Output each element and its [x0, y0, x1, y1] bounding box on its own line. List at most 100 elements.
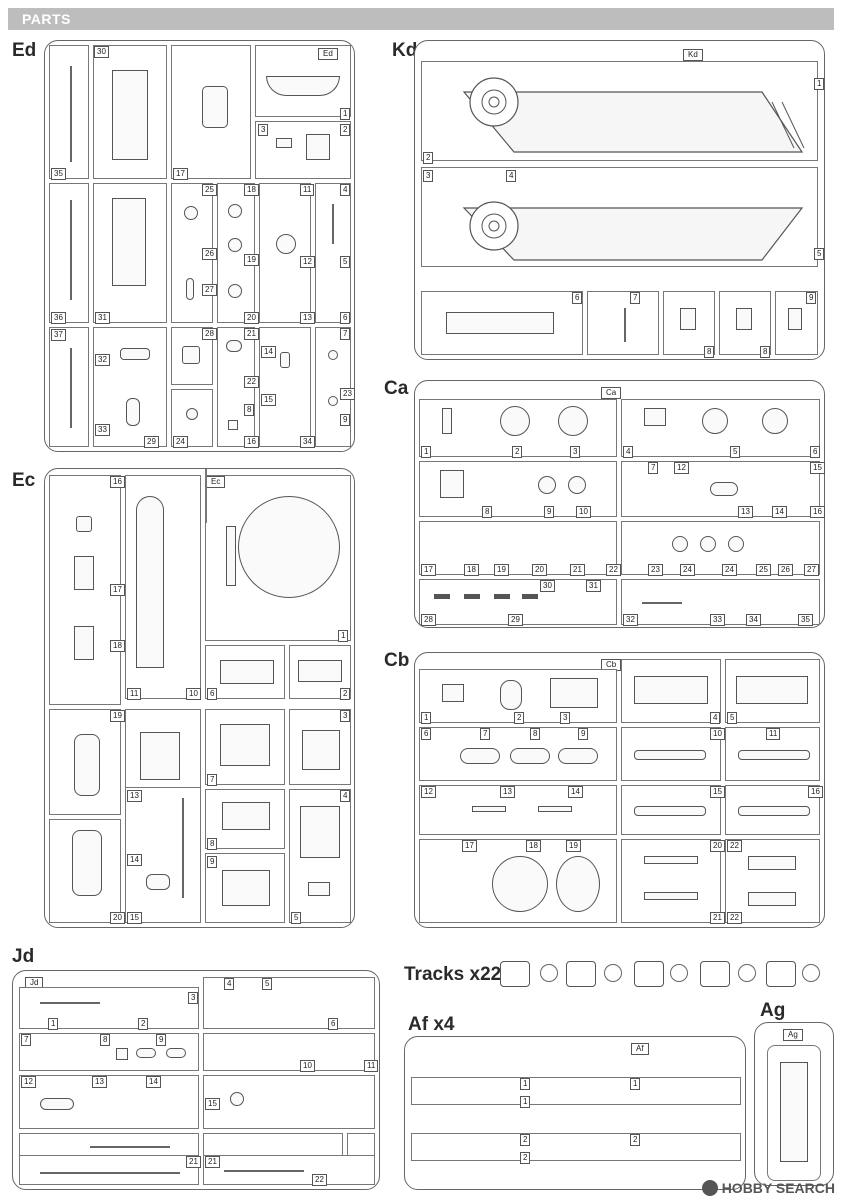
- part-number: 1: [630, 1078, 641, 1090]
- part-number: 37: [51, 329, 66, 341]
- sprue-ed-cell: 24: [171, 389, 213, 448]
- part-number: 22: [312, 1174, 327, 1186]
- sprue-kd-cell: 9: [775, 291, 818, 355]
- sprue-ed-cell: 30: [93, 45, 167, 179]
- part-number: 8: [530, 728, 541, 740]
- sprue-tag: Kd: [683, 49, 703, 61]
- part-number: 33: [710, 614, 725, 626]
- part-number: 7: [340, 328, 351, 340]
- sprue-jd-cell: 7 8 9: [19, 1033, 199, 1071]
- sprue-jd-cell: 1 2 3: [19, 987, 199, 1030]
- sprue-kd-cell: 8: [719, 291, 771, 358]
- part-number: 4: [506, 170, 517, 182]
- part-number: 2: [512, 446, 523, 458]
- part-number: 1: [814, 78, 825, 90]
- sprue-jd-cell: 21 22: [203, 1155, 375, 1186]
- part-number: 15: [810, 462, 825, 474]
- part-number: 5: [727, 712, 738, 724]
- part-number: 30: [94, 46, 109, 58]
- part-number: 2: [520, 1134, 531, 1146]
- part-number: 18: [526, 840, 541, 852]
- part-number: 4: [224, 978, 235, 990]
- part-number: 1: [48, 1018, 59, 1030]
- sprue-ca-title: Ca: [384, 378, 409, 399]
- sprue-af-frame: Af 1 1 1 2 2 2: [404, 1036, 746, 1190]
- part-number: 5: [262, 978, 273, 990]
- sprue-ec-title: Ec: [12, 470, 36, 491]
- sprue-ed-cell: 28: [171, 327, 217, 385]
- part-number: 3: [188, 992, 199, 1004]
- part-number: 4: [340, 184, 351, 196]
- part-number: 20: [710, 840, 725, 852]
- part-number: 1: [421, 446, 432, 458]
- sprue-cb-cell: 1 2 3: [419, 669, 617, 724]
- part-number: 16: [244, 436, 259, 448]
- hull-side-panel-upper: [462, 77, 805, 153]
- sprue-ec-cell: 11 10: [125, 475, 201, 700]
- sprue-ec-cell: 19: [49, 709, 125, 815]
- part-number: 35: [798, 614, 813, 626]
- part-number: 11: [364, 1060, 379, 1072]
- sprue-ed-cell: 7 23 9: [315, 327, 355, 447]
- part-number: 13: [92, 1076, 107, 1088]
- sprue-ed-cell: 37: [49, 327, 89, 447]
- sprue-jd-cell: 21: [19, 1155, 201, 1185]
- part-number: 26: [778, 564, 793, 576]
- part-number: 30: [540, 580, 555, 592]
- part-number: 9: [156, 1034, 167, 1046]
- part-number: 22: [727, 840, 742, 852]
- part-number: 22: [606, 564, 621, 576]
- sprue-ca-cell: 8 9 10: [419, 461, 617, 518]
- sprue-ec-cell: 2: [289, 645, 351, 700]
- part-number: 21: [710, 912, 725, 924]
- part-number: 8: [704, 346, 715, 358]
- part-number: 6: [421, 728, 432, 740]
- part-number: 2: [340, 688, 351, 700]
- sprue-ag-cell: [767, 1045, 821, 1181]
- part-number: 10: [300, 1060, 315, 1072]
- sprue-cb-cell: 20 21: [621, 839, 725, 924]
- part-number: 4: [340, 790, 351, 802]
- sprue-cb-title: Cb: [384, 650, 410, 671]
- sprue-ca-cell: 32 33 34 35: [621, 579, 820, 626]
- sprue-ed-frame: 35 30 17 Ed 1 3 2 36 31 25 26 27 18 19: [44, 40, 355, 452]
- part-number: 17: [421, 564, 436, 576]
- part-number: 25: [756, 564, 771, 576]
- sprue-ca-cell: 4 5 6: [621, 399, 821, 458]
- sprue-ed-cell: 4 5 6: [315, 183, 351, 324]
- sprue-tag: Ag: [783, 1029, 803, 1041]
- sprue-ec-cell: 3: [289, 709, 351, 785]
- part-number: 15: [261, 394, 276, 406]
- sprue-ec-cell: 6: [205, 645, 285, 700]
- sprue-ec-cell: 13 14 15: [125, 787, 201, 924]
- part-number: 31: [586, 580, 601, 592]
- watermark-text: HOBBY SEARCH: [721, 1180, 835, 1196]
- part-number: 23: [648, 564, 663, 576]
- part-number: 18: [110, 640, 125, 652]
- part-number: 22: [244, 376, 259, 388]
- part-number: 13: [300, 312, 315, 324]
- part-number: 21: [205, 1156, 220, 1168]
- hull-side-panel-lower: [462, 201, 804, 261]
- sprue-ca-frame: Ca 1 2 3 4 5 6 8 9 10 7 12 15 13 14 16 1…: [414, 380, 825, 628]
- part-number: 29: [508, 614, 523, 626]
- part-number: 6: [810, 446, 821, 458]
- sprue-ed-cell: 14 15 34: [259, 327, 315, 448]
- sprue-ed-title: Ed: [12, 40, 37, 61]
- sprue-kd-title: Kd: [392, 40, 418, 61]
- part-number: 25: [202, 184, 217, 196]
- sprue-ca-cell: 30 31 28 29: [419, 579, 617, 626]
- sprue-ed-cell: 25 26 27: [171, 183, 217, 323]
- sprue-jd-title: Jd: [12, 946, 35, 967]
- part-number: 22: [727, 912, 742, 924]
- sprue-ec-cell: 7: [205, 709, 285, 786]
- sprue-cb-cell: 17 18 19: [419, 839, 617, 923]
- part-number: 20: [110, 912, 125, 924]
- part-number: 9: [806, 292, 817, 304]
- sprue-tag: Ec: [206, 476, 226, 488]
- part-number: 18: [244, 184, 259, 196]
- sprue-cb-cell: 11: [725, 727, 820, 781]
- part-number: 13: [738, 506, 753, 518]
- part-number: 24: [680, 564, 695, 576]
- sprue-ed-cell: 31: [93, 183, 167, 324]
